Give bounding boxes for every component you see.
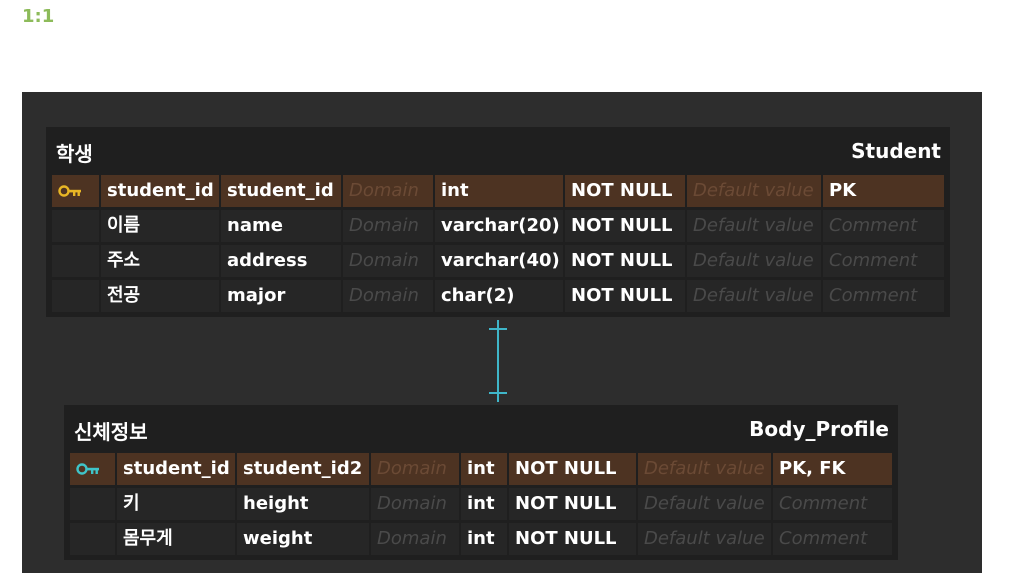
key-cell (52, 210, 99, 242)
data-type-field[interactable]: varchar(40) (435, 245, 563, 277)
default-value-field[interactable]: Default value (687, 245, 821, 277)
domain-field[interactable]: Domain (343, 245, 433, 277)
logical-name-field[interactable]: 이름 (101, 210, 219, 242)
physical-name-field[interactable]: student_id2 (237, 453, 369, 485)
default-value-field[interactable]: Default value (687, 210, 821, 242)
physical-name-field[interactable]: name (221, 210, 341, 242)
data-type-field[interactable]: int (461, 453, 507, 485)
null-constraint-field[interactable]: NOT NULL (565, 280, 685, 312)
logical-name-field[interactable]: 주소 (101, 245, 219, 277)
comment-field[interactable]: Comment (823, 245, 944, 277)
default-value-field[interactable]: Default value (687, 280, 821, 312)
key-cell (52, 280, 99, 312)
table-header[interactable]: 학생 Student (46, 127, 950, 173)
physical-name-field[interactable]: height (237, 488, 369, 520)
key-cell (70, 523, 115, 555)
data-type-field[interactable]: int (461, 523, 507, 555)
table-logical-name: 신체정보 (74, 420, 148, 444)
logical-name-field[interactable]: student_id (117, 453, 235, 485)
key-cell (52, 175, 99, 207)
null-constraint-field[interactable]: NOT NULL (509, 453, 636, 485)
table-logical-name: 학생 (56, 142, 93, 166)
physical-name-field[interactable]: student_id (221, 175, 341, 207)
domain-field[interactable]: Domain (343, 210, 433, 242)
domain-field[interactable]: Domain (371, 488, 459, 520)
default-value-field[interactable]: Default value (638, 453, 771, 485)
null-constraint-field[interactable]: NOT NULL (565, 175, 685, 207)
comment-field[interactable]: Comment (773, 488, 892, 520)
data-type-field[interactable]: int (461, 488, 507, 520)
table-physical-name: Body_Profile (749, 417, 889, 441)
domain-field[interactable]: Domain (371, 523, 459, 555)
relationship-ratio-label: 1:1 (22, 6, 55, 27)
key-cell (52, 245, 99, 277)
null-constraint-field[interactable]: NOT NULL (509, 523, 636, 555)
domain-field[interactable]: Domain (343, 280, 433, 312)
default-value-field[interactable]: Default value (687, 175, 821, 207)
null-constraint-field[interactable]: NOT NULL (565, 210, 685, 242)
primary-foreign-key-icon (76, 463, 99, 475)
data-type-field[interactable]: varchar(20) (435, 210, 563, 242)
table-student[interactable]: 학생 Student student_id student_id Domain … (46, 127, 950, 317)
logical-name-field[interactable]: student_id (101, 175, 219, 207)
table-body-profile[interactable]: 신체정보 Body_Profile student_id student_id2… (64, 405, 898, 560)
null-constraint-field[interactable]: NOT NULL (565, 245, 685, 277)
logical-name-field[interactable]: 키 (117, 488, 235, 520)
comment-field[interactable]: Comment (823, 210, 944, 242)
comment-field[interactable]: PK (823, 175, 944, 207)
data-type-field[interactable]: char(2) (435, 280, 563, 312)
domain-field[interactable]: Domain (343, 175, 433, 207)
logical-name-field[interactable]: 몸무게 (117, 523, 235, 555)
domain-field[interactable]: Domain (371, 453, 459, 485)
comment-field[interactable]: Comment (773, 523, 892, 555)
physical-name-field[interactable]: major (221, 280, 341, 312)
comment-field[interactable]: PK, FK (773, 453, 892, 485)
default-value-field[interactable]: Default value (638, 523, 771, 555)
key-cell (70, 488, 115, 520)
default-value-field[interactable]: Default value (638, 488, 771, 520)
key-cell (70, 453, 115, 485)
table-physical-name: Student (851, 139, 941, 163)
physical-name-field[interactable]: address (221, 245, 341, 277)
null-constraint-field[interactable]: NOT NULL (509, 488, 636, 520)
comment-field[interactable]: Comment (823, 280, 944, 312)
primary-key-icon (58, 185, 81, 197)
table-header[interactable]: 신체정보 Body_Profile (64, 405, 898, 451)
physical-name-field[interactable]: weight (237, 523, 369, 555)
one-to-one-relationship-line[interactable] (22, 92, 982, 573)
data-type-field[interactable]: int (435, 175, 563, 207)
logical-name-field[interactable]: 전공 (101, 280, 219, 312)
erd-canvas[interactable]: 학생 Student student_id student_id Domain … (22, 92, 982, 573)
